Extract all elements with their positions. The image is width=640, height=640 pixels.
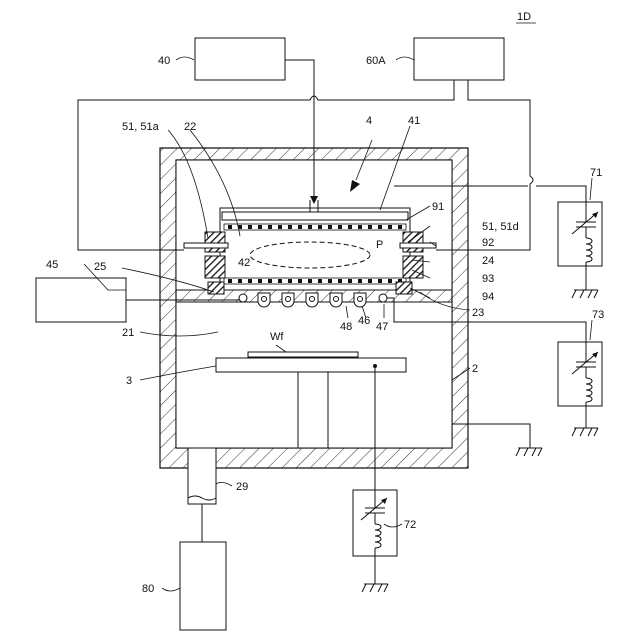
label-72: 72 xyxy=(404,519,416,531)
label-92: 92 xyxy=(482,237,494,249)
label-46: 46 xyxy=(358,315,370,327)
box-40 xyxy=(195,38,285,80)
lower-chamber xyxy=(176,302,452,448)
label-22: 22 xyxy=(184,121,196,133)
label-24: 24 xyxy=(482,255,494,267)
box-80 xyxy=(180,542,226,630)
box-60a xyxy=(414,38,504,80)
label-2: 2 xyxy=(472,363,478,375)
label-93: 93 xyxy=(482,273,494,285)
label-23: 23 xyxy=(472,307,484,319)
exhaust-pipe xyxy=(188,448,216,542)
label-21: 21 xyxy=(122,327,134,339)
label-29: 29 xyxy=(236,481,248,493)
label-3: 3 xyxy=(126,375,132,387)
box-45 xyxy=(36,278,126,322)
antenna-coils xyxy=(239,293,387,307)
label-p: P xyxy=(376,239,383,251)
label-73: 73 xyxy=(592,309,604,321)
label-45: 45 xyxy=(46,259,58,271)
label-51-51d: 51, 51d xyxy=(482,221,519,233)
label-60a: 60A xyxy=(366,55,386,67)
label-71: 71 xyxy=(590,167,602,179)
svg-text:1D: 1D xyxy=(517,11,531,23)
label-80: 80 xyxy=(142,583,154,595)
label-47: 47 xyxy=(376,321,388,333)
matching-circuit-72 xyxy=(353,490,397,584)
label-wf: Wf xyxy=(270,331,284,343)
label-94: 94 xyxy=(482,291,494,303)
matching-circuit-73 xyxy=(558,342,602,428)
label-41: 41 xyxy=(408,115,420,127)
label-25: 25 xyxy=(94,261,106,273)
label-4: 4 xyxy=(366,115,372,127)
upper-shower-plate xyxy=(224,224,406,230)
lower-shower-plate xyxy=(224,278,406,284)
label-91: 91 xyxy=(432,201,444,213)
figure-id: 1D xyxy=(516,11,536,23)
label-42: 42 xyxy=(238,257,250,269)
label-48: 48 xyxy=(340,321,352,333)
matching-circuit-71 xyxy=(558,202,602,290)
label-51-51a: 51, 51a xyxy=(122,121,160,133)
label-40: 40 xyxy=(158,55,170,67)
